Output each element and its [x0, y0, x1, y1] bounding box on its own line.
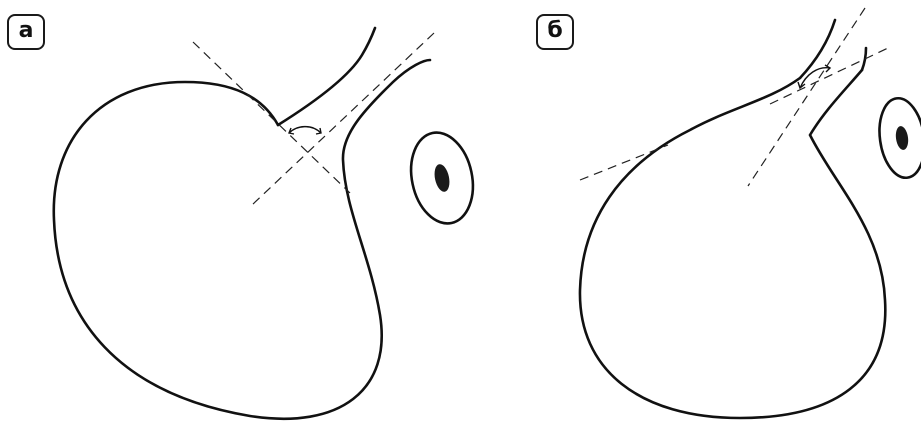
panel-a-label: а: [7, 14, 45, 50]
panel-a-axis-line-2: [252, 33, 434, 205]
panel-a-drawing: [54, 28, 481, 419]
panel-a-duct-upper-wall: [278, 28, 375, 125]
panel-b-label: б: [536, 14, 574, 50]
panel-a-axis-line-1: [193, 42, 350, 193]
panel-b-axis-line-3: [770, 48, 888, 104]
panel-b-label-text: б: [547, 20, 562, 42]
panel-b-drawing: [580, 8, 921, 418]
panel-b-arrowhead-right: [825, 65, 830, 72]
panel-b-axis-line-2: [580, 145, 668, 180]
panel-a-angle-arrow-icon: [289, 127, 321, 133]
panel-a-label-text: а: [19, 20, 34, 42]
panel-b-sac-outline: [580, 70, 885, 418]
panel-a-sac-outline: [54, 60, 430, 419]
